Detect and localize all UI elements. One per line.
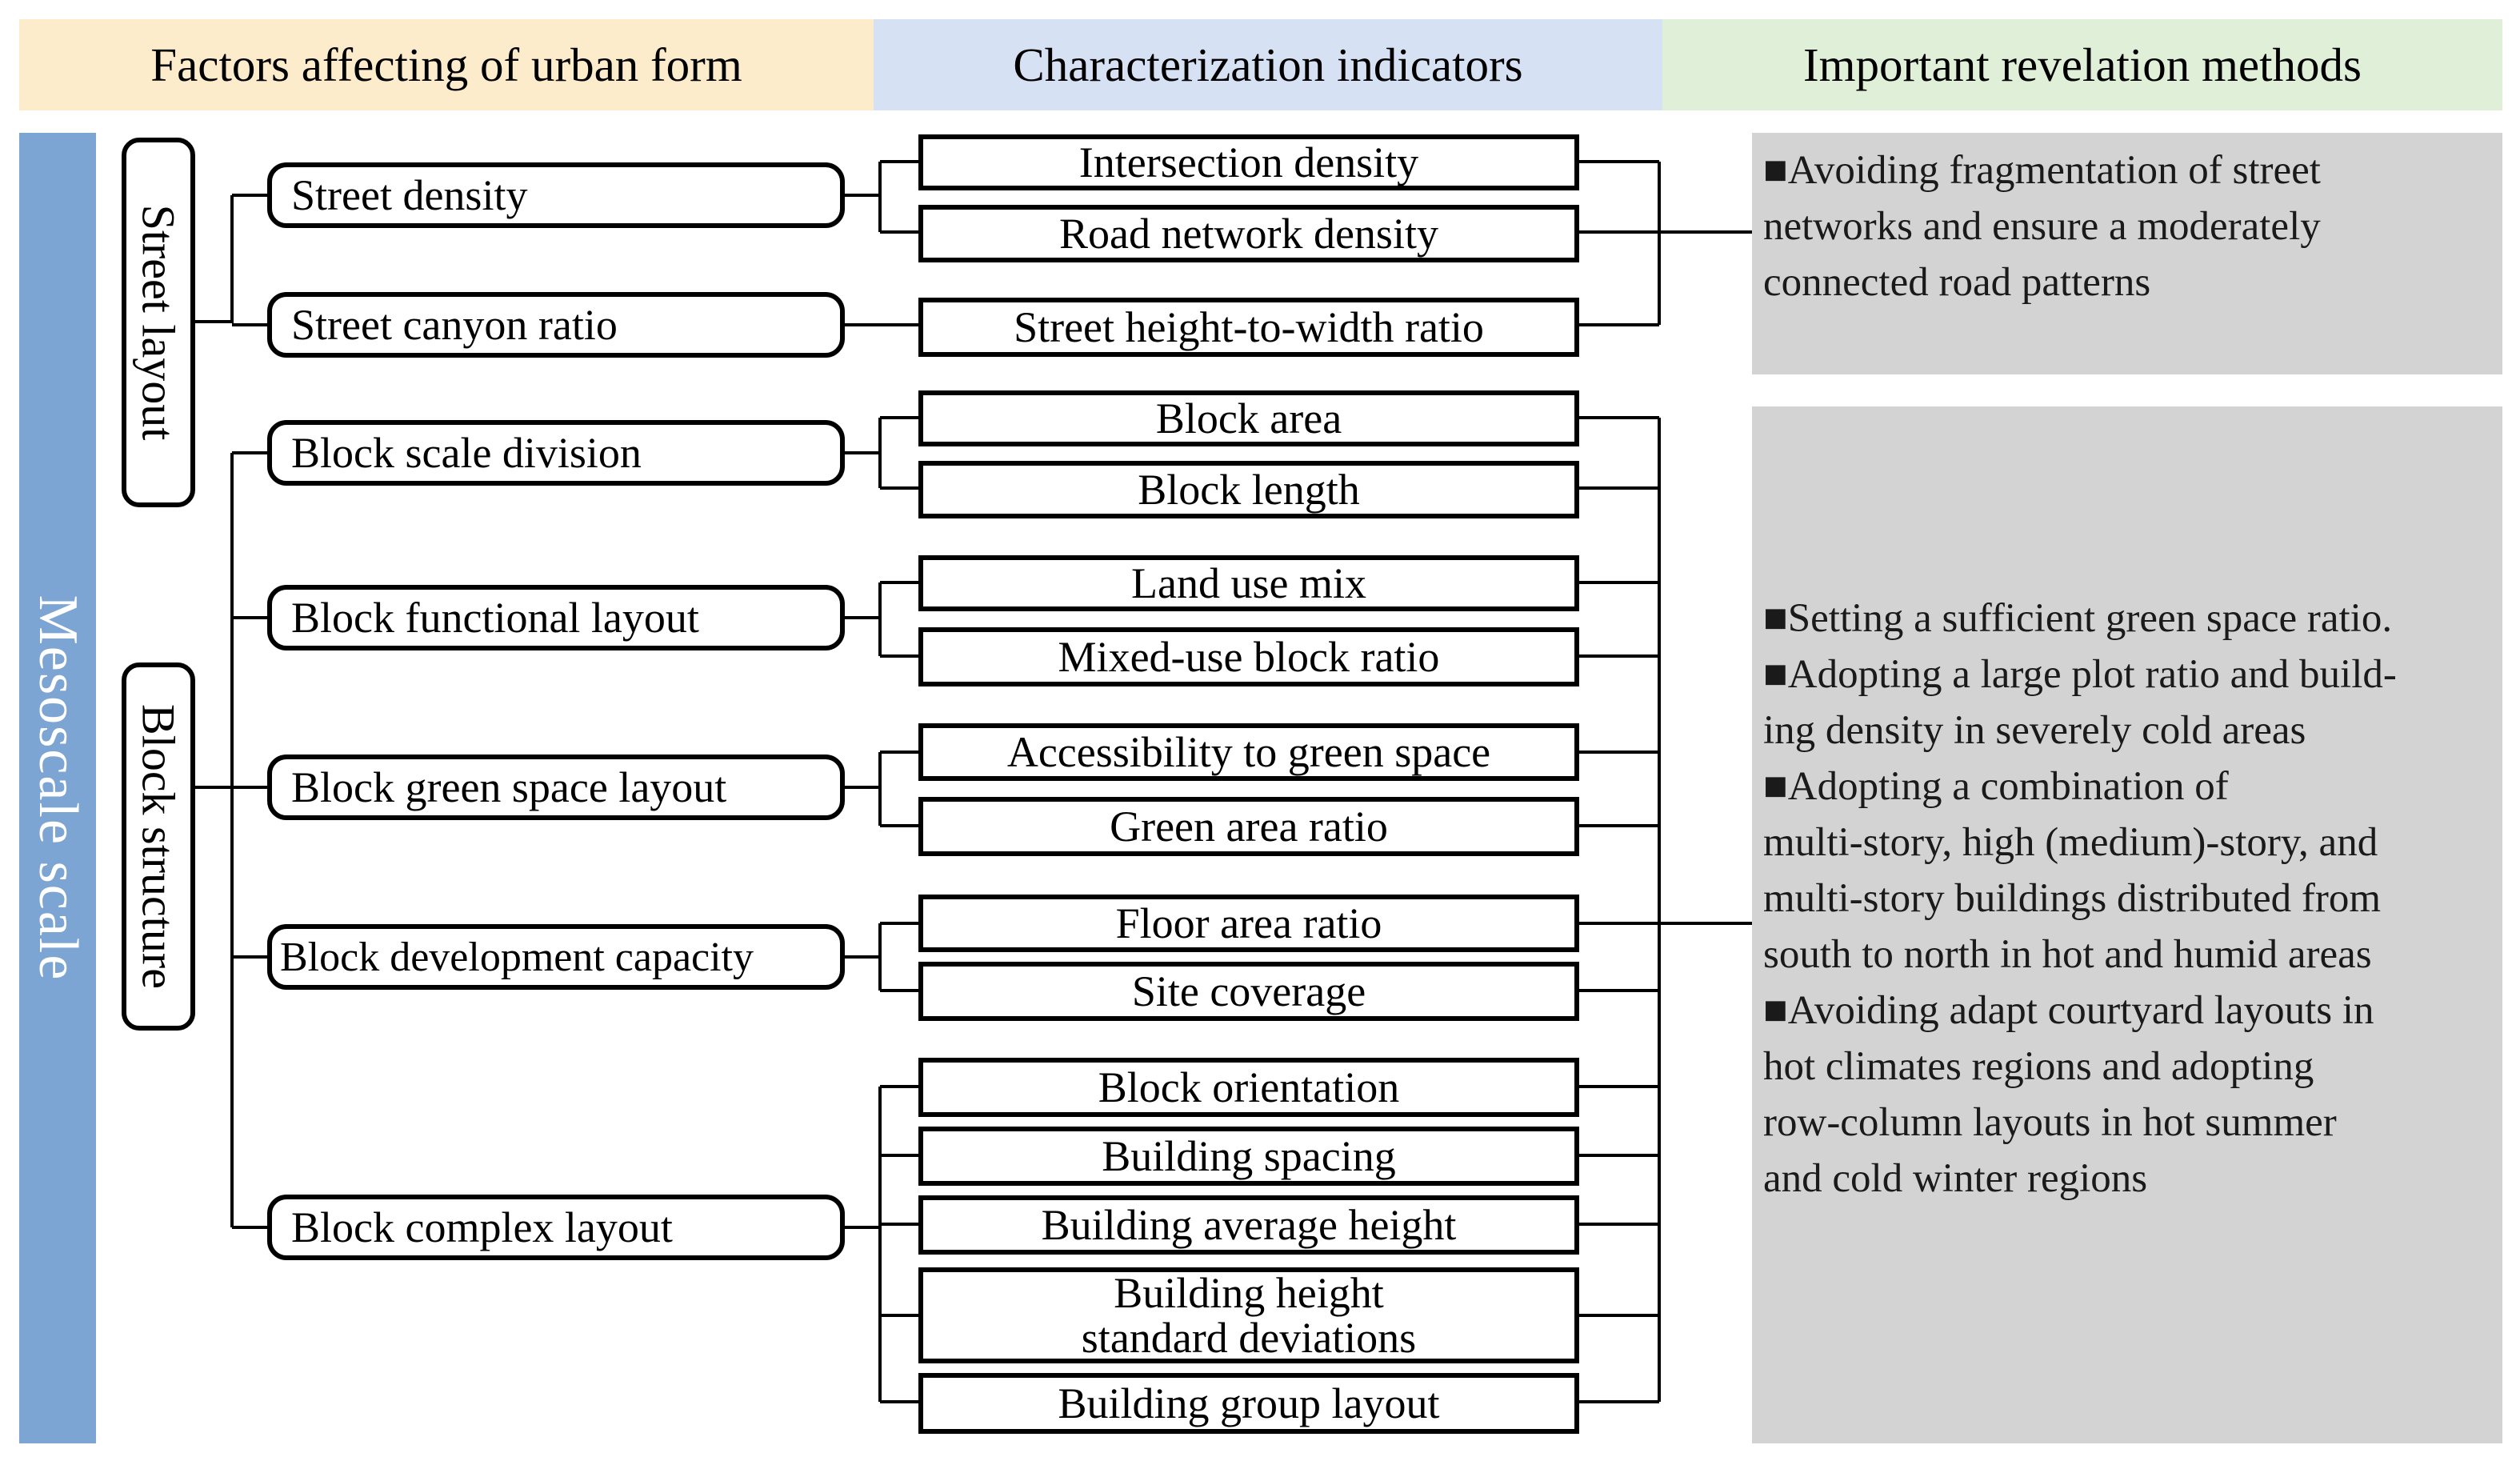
factor-street-canyon-ratio: Street canyon ratio (267, 292, 845, 358)
indicator-mixed-use-block-ratio: Mixed-use block ratio (918, 627, 1579, 686)
methods-box-street: ■Avoiding fragmentation of street networ… (1752, 133, 2502, 374)
indicator-building-spacing: Building spacing (918, 1127, 1579, 1186)
methods-2-line: row-column layouts in hot summer (1763, 1100, 2337, 1145)
scale-bar (19, 133, 96, 1443)
indicator-block-orientation: Block orientation (918, 1058, 1579, 1117)
methods-2-line: ■Avoiding adapt courtyard layouts in (1763, 988, 2374, 1033)
methods-2-line: multi-story, high (medium)-story, and (1763, 820, 2378, 865)
factor-block-complex-layout: Block complex layout (267, 1195, 845, 1260)
indicator-accessibility-green-space: Accessibility to green space (918, 723, 1579, 781)
factor-block-development-capacity: Block development capacity (267, 924, 845, 990)
indicator-building-average-height: Building average height (918, 1195, 1579, 1255)
factor-block-green-space-layout: Block green space layout (267, 755, 845, 820)
indicator-road-network-density: Road network density (918, 205, 1579, 262)
indicator-site-coverage: Site coverage (918, 962, 1579, 1021)
indicator-building-height-sd-line-1: Building height (1114, 1269, 1384, 1317)
group-block-structure-box (122, 662, 195, 1031)
methods-2-line: hot climates regions and adopting (1763, 1044, 2314, 1089)
methods-2-line: south to north in hot and humid areas (1763, 932, 2372, 977)
indicator-floor-area-ratio: Floor area ratio (918, 895, 1579, 952)
methods-1-line: ■Avoiding fragmentation of street (1763, 148, 2321, 193)
indicator-green-area-ratio: Green area ratio (918, 797, 1579, 856)
indicator-building-group-layout: Building group layout (918, 1373, 1579, 1434)
methods-box-block: ■Setting a sufficient green space ratio.… (1752, 406, 2502, 1443)
header-indicators: Characterization indicators (874, 19, 1662, 110)
factor-block-scale-division: Block scale division (267, 420, 845, 486)
indicator-building-height-sd-line-2: standard deviations (1081, 1314, 1417, 1362)
indicator-land-use-mix: Land use mix (918, 555, 1579, 611)
methods-1-line: connected road patterns (1763, 260, 2151, 305)
connector-methods-1 (1579, 160, 1752, 326)
connector-block-structure (195, 451, 267, 1229)
methods-2-line: ing density in severely cold areas (1763, 708, 2306, 753)
connector-methods-2 (1579, 416, 1752, 1403)
factor-block-functional-layout: Block functional layout (267, 585, 845, 650)
methods-2-line: ■Adopting a large plot ratio and build- (1763, 652, 2397, 697)
connector-block-complex (845, 1085, 918, 1403)
connector-block-capacity (845, 922, 918, 992)
group-street-layout-label: Street layout (132, 204, 185, 441)
connector-street-layout (195, 194, 267, 326)
methods-2-line: ■Adopting a combination of (1763, 764, 2229, 809)
group-block-structure-label: Block structure (132, 704, 185, 989)
header-factors: Factors affecting of urban form (19, 19, 874, 110)
group-street-layout-box (122, 138, 195, 507)
methods-2-line: ■Setting a sufficient green space ratio. (1763, 596, 2393, 641)
connector-block-green (845, 751, 918, 827)
indicator-block-area: Block area (918, 390, 1579, 446)
indicator-street-height-width-ratio: Street height-to-width ratio (918, 298, 1579, 357)
indicator-intersection-density: Intersection density (918, 134, 1579, 190)
connector-street-density (845, 160, 918, 234)
indicator-building-height-sd: Building height standard deviations (918, 1267, 1579, 1363)
header-methods: Important revelation methods (1662, 19, 2502, 110)
factor-street-density: Street density (267, 162, 845, 228)
methods-2-line: multi-story buildings distributed from (1763, 876, 2382, 921)
connector-block-functional (845, 581, 918, 658)
indicator-block-length: Block length (918, 461, 1579, 518)
connector-block-scale (845, 416, 918, 490)
methods-1-line: networks and ensure a moderately (1763, 204, 2321, 249)
methods-2-line: and cold winter regions (1763, 1156, 2148, 1201)
